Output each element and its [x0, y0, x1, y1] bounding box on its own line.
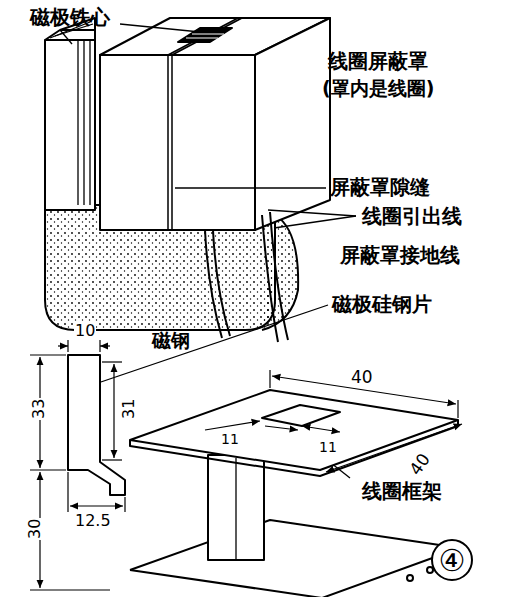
part-label: 线圈框架 [362, 480, 442, 502]
figure-number: ④ [439, 544, 466, 577]
dimension: 30 [26, 518, 44, 540]
dimension: 11 [318, 440, 338, 455]
silicon-steel-sheet [68, 355, 125, 495]
dimension: 33 [30, 398, 48, 420]
part-label: 线圈引出线 [362, 205, 462, 227]
dimension: 10 [74, 322, 96, 340]
dimension: 12.5 [74, 512, 112, 530]
part-label: 磁极铁心 [30, 6, 110, 28]
coil-frame-plate [130, 390, 458, 470]
part-label: 线圈屏蔽罩 [328, 50, 428, 72]
dimension: 40 [405, 449, 434, 479]
dimension: 40 [350, 368, 374, 387]
pole-lamination [45, 40, 95, 210]
dimension: 31 [120, 398, 138, 420]
part-label: 磁钢 [152, 330, 190, 351]
shield-front [100, 55, 255, 230]
dimension: 11 [220, 432, 240, 447]
part-label: 屏蔽罩隙缝 [330, 176, 430, 198]
coil-frame-core [208, 455, 264, 560]
part-label: 屏蔽罩接地线 [340, 244, 460, 266]
part-label: (罩内是线圈) [322, 78, 434, 99]
part-label: 磁极硅钢片 [332, 293, 432, 315]
